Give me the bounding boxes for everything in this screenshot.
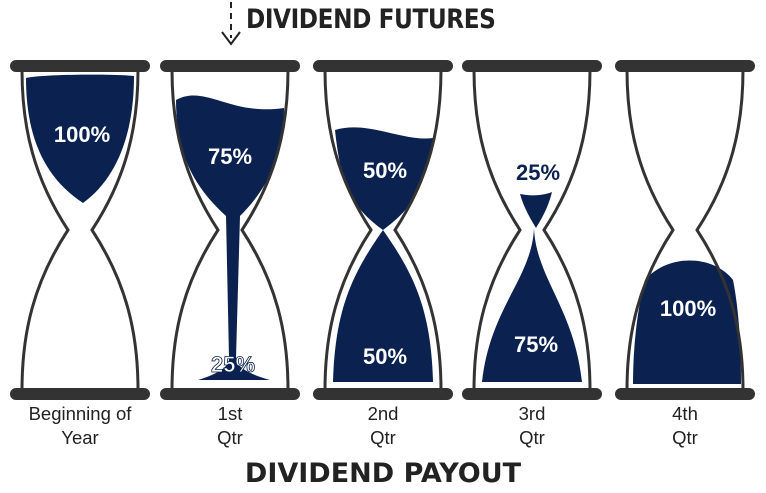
bottom-percent-label: 25% — [211, 352, 255, 377]
top-cap — [615, 60, 755, 72]
caption-line: 1st — [217, 403, 243, 424]
top-percent-label: 75% — [208, 144, 252, 169]
bottom-cap — [313, 388, 453, 400]
caption-line: Year — [61, 427, 99, 448]
caption-line: Beginning of — [28, 403, 132, 424]
hourglass-3rd-qtr: 25% 75% — [462, 60, 602, 400]
sand-bottom — [333, 230, 433, 382]
stage-caption-3rd-qtr: 3rd Qtr — [457, 402, 607, 450]
bottom-percent-label: 100% — [660, 296, 716, 321]
stage-caption-1st-qtr: 1st Qtr — [155, 402, 305, 450]
caption-line: Qtr — [672, 427, 698, 448]
caption-line: Qtr — [370, 427, 396, 448]
top-percent-label: 25% — [516, 160, 560, 185]
caption-line: Qtr — [217, 427, 243, 448]
sand-bottom — [633, 260, 741, 384]
bottom-cap — [160, 388, 300, 400]
sand-top — [176, 95, 284, 380]
caption-line: 4th — [672, 403, 698, 424]
sand-bottom — [482, 228, 582, 382]
hourglass-1st-qtr: 75% 25% — [160, 60, 300, 400]
bottom-cap — [10, 388, 150, 400]
stage-caption-4th-qtr: 4th Qtr — [610, 402, 760, 450]
hourglass-4th-qtr: 100% — [615, 60, 755, 400]
caption-line: 3rd — [518, 403, 546, 424]
top-percent-label: 50% — [363, 158, 407, 183]
top-cap — [313, 60, 453, 72]
bottom-cap — [615, 388, 755, 400]
hourglass-2nd-qtr: 50% 50% — [313, 60, 453, 400]
top-cap — [160, 60, 300, 72]
dividend-futures-title: DIVIDEND FUTURES — [246, 4, 496, 35]
caption-line: Qtr — [519, 427, 545, 448]
sand-top — [26, 74, 134, 203]
bottom-cap — [462, 388, 602, 400]
top-cap — [10, 60, 150, 72]
caption-line: 2nd — [367, 403, 399, 424]
stage-caption-2nd-qtr: 2nd Qtr — [308, 402, 458, 450]
top-percent-label: 100% — [54, 122, 110, 147]
sand-top — [520, 192, 552, 228]
top-cap — [462, 60, 602, 72]
stage-caption-beginning-of-year: Beginning of Year — [5, 402, 155, 450]
down-arrow-icon — [221, 2, 241, 46]
bottom-percent-label: 50% — [363, 344, 407, 369]
hourglass-beginning-of-year: 100% — [10, 60, 150, 400]
bottom-percent-label: 75% — [514, 332, 558, 357]
dividend-payout-title: DIVIDEND PAYOUT — [244, 458, 522, 489]
